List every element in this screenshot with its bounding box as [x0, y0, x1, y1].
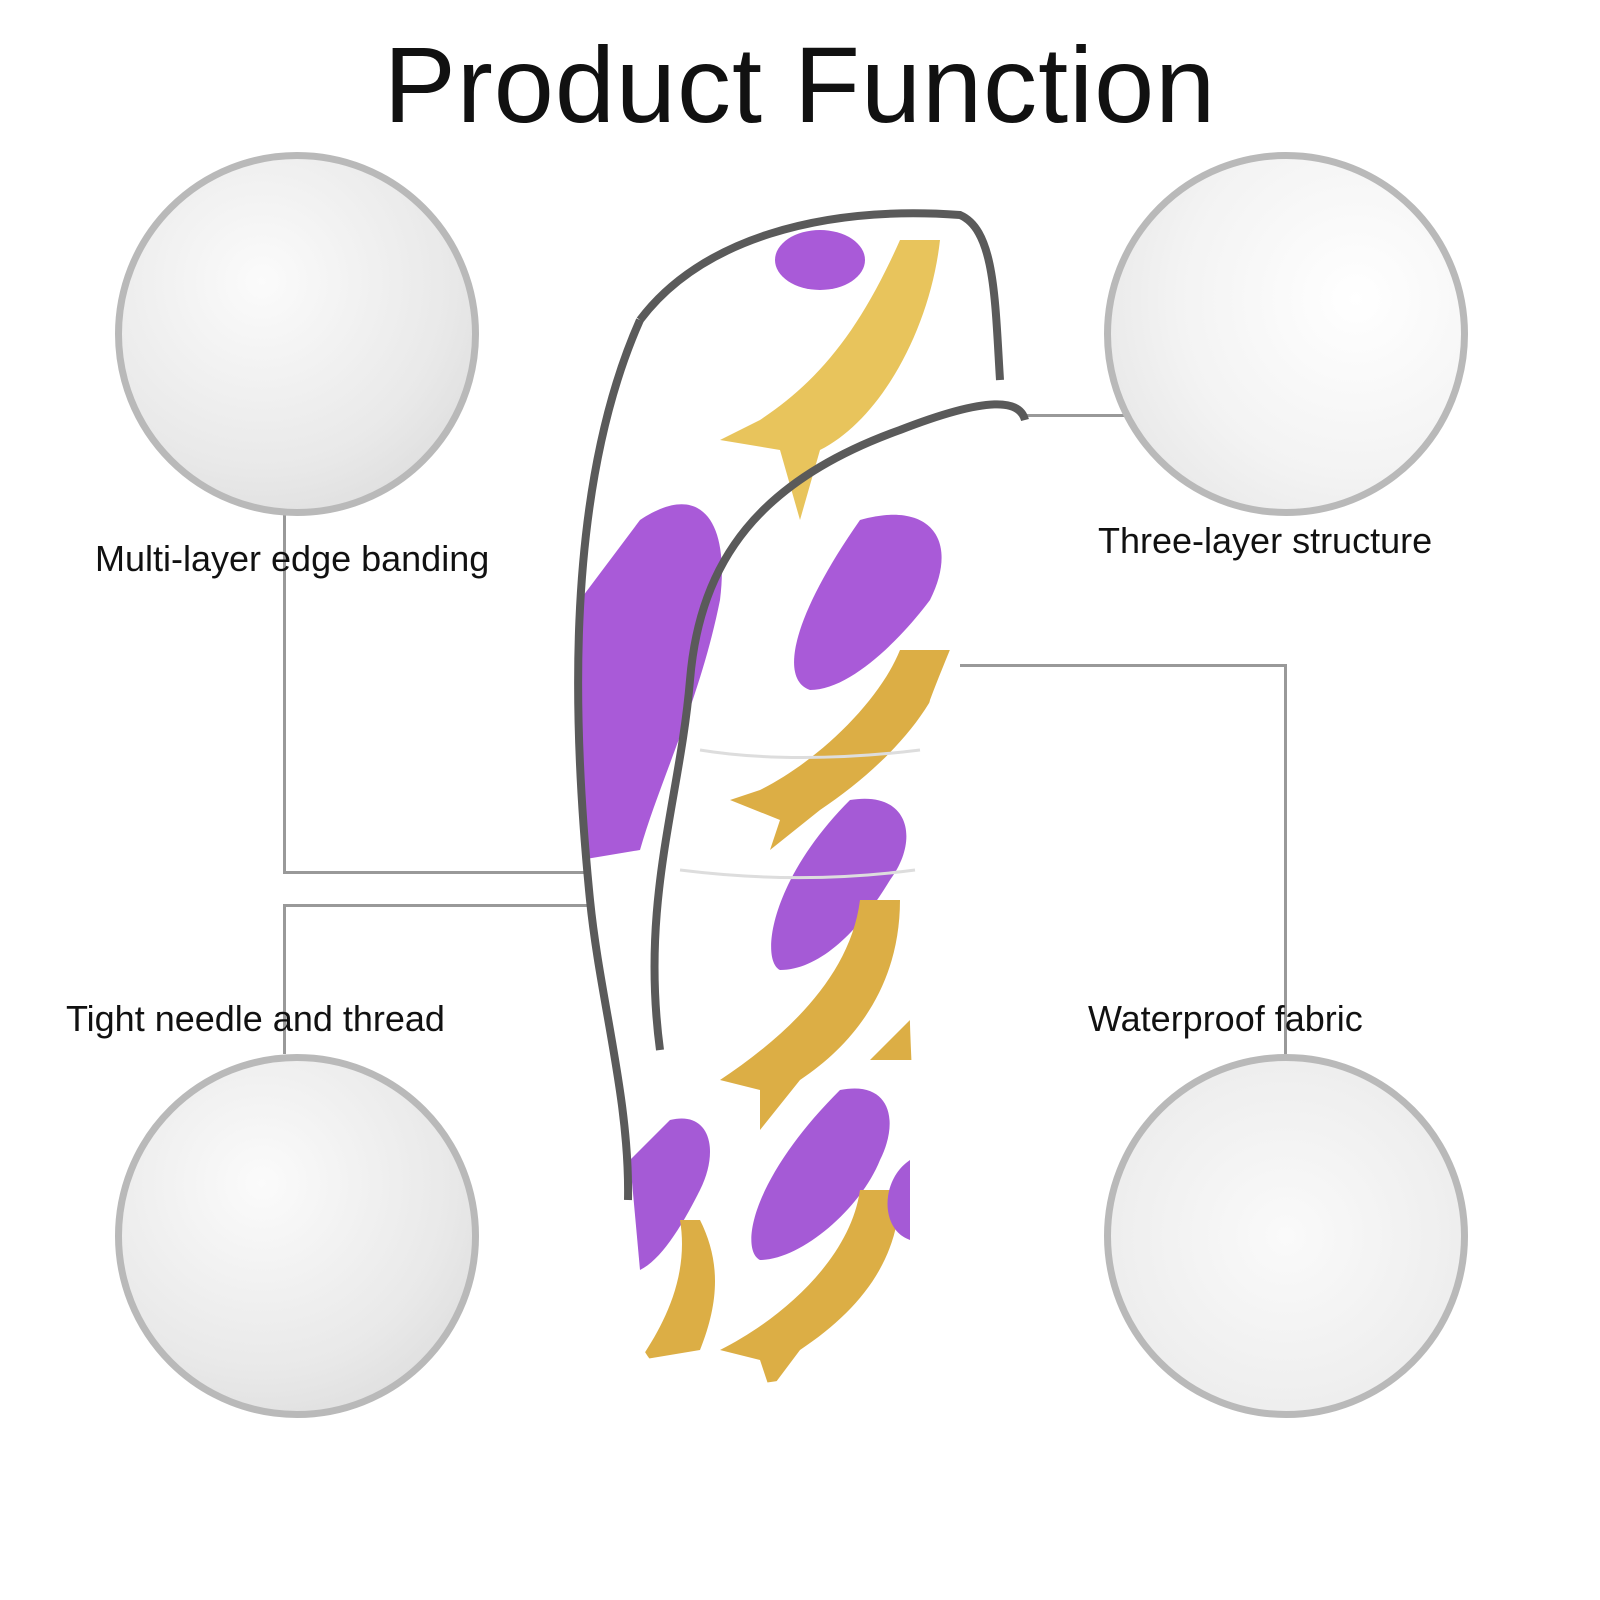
- detail-circle-three-layer: [1104, 152, 1468, 516]
- edge-banding: [574, 318, 644, 1201]
- connector-line: [283, 904, 595, 907]
- connector-line: [1020, 414, 1125, 417]
- feature-label: Multi-layer edge banding: [95, 538, 490, 579]
- mermaid-tail: [720, 240, 940, 520]
- connector-line: [283, 904, 286, 1054]
- edge-banding: [650, 400, 1029, 1051]
- detail-circle-edge-banding: [115, 152, 479, 516]
- connector-line: [960, 664, 1286, 667]
- feature-label: Tight needle and thread: [66, 998, 445, 1039]
- connector-line: [283, 515, 286, 873]
- feature-label: Three-layer structure: [1098, 520, 1433, 561]
- detail-circle-waterproof: [1104, 1054, 1468, 1418]
- edge-banding: [636, 209, 1004, 381]
- connector-line: [283, 871, 593, 874]
- connector-line: [1284, 664, 1287, 1054]
- detail-circle-needle-thread: [115, 1054, 479, 1418]
- page-title: Product Function: [383, 24, 1217, 145]
- feature-label: Waterproof fabric: [1088, 998, 1363, 1039]
